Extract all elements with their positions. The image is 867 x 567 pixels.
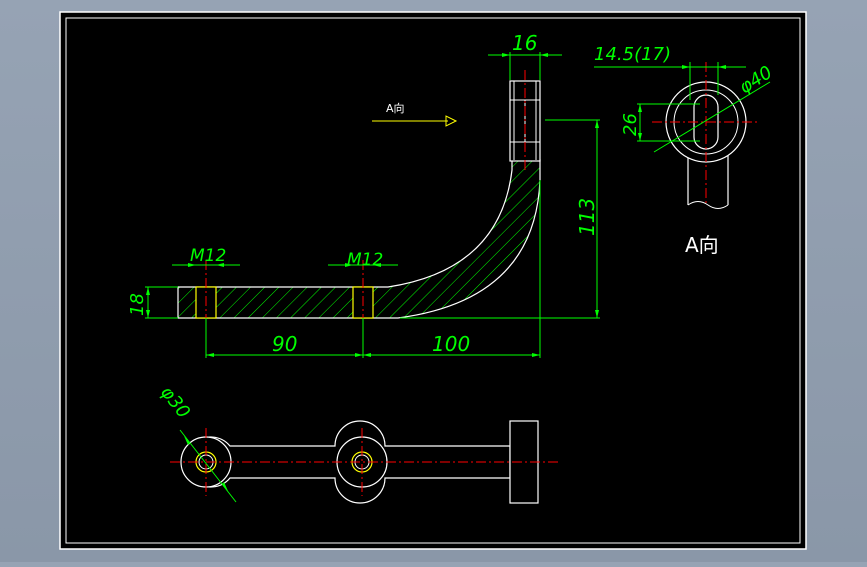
dim-slot: 26 (620, 113, 641, 136)
drawing-inner-border (65, 17, 801, 544)
top-view: φ30 (156, 382, 560, 504)
front-dimension-texts: 16 113 18 M12 M12 90 100 (127, 31, 599, 356)
side-view-label: A向 (685, 233, 719, 257)
front-view: A向 16 113 18 M12 M12 90 100 (127, 31, 600, 358)
top-boss-right (336, 436, 388, 488)
dim-thickness: 18 (127, 293, 148, 316)
dim-top-width: 16 (512, 31, 537, 55)
dim-span-left: 90 (272, 332, 297, 356)
front-dimensions (145, 52, 600, 358)
front-arrowheads (146, 53, 599, 357)
dim-height: 113 (575, 198, 599, 236)
view-direction-label: A向 (386, 101, 405, 115)
dim-offset: 14.5(17) (594, 44, 671, 65)
side-arrowheads (638, 65, 726, 141)
dim-span-right: 100 (432, 332, 470, 356)
bracket-section-hatch (177, 159, 541, 319)
dim-thread-left: M12 (190, 246, 226, 266)
side-view: 14.5(17) φ40 26 A向 (594, 44, 776, 257)
dim-thread-right: M12 (347, 250, 383, 270)
